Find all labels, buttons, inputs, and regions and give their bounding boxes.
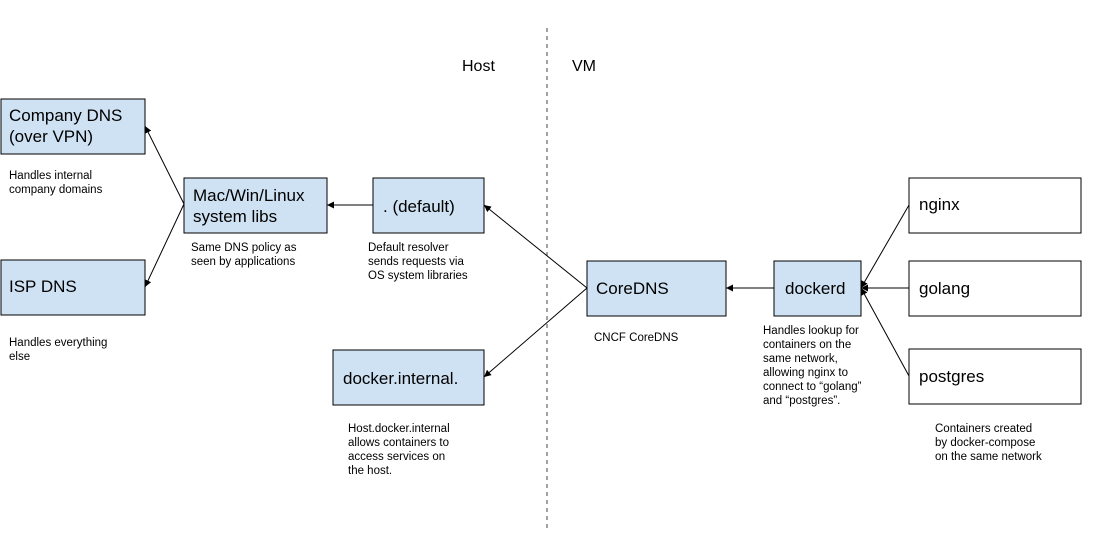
dockerd-label: dockerd [785, 279, 845, 298]
system-libs-note: Same DNS policy as seen by applications [191, 242, 300, 268]
isp-dns-note-line1: Handles everything [9, 337, 107, 349]
company-dns-note: Handles internal company domains [9, 170, 103, 196]
company-dns-note-line2: company domains [9, 184, 103, 196]
default-note-line2: sends requests via [368, 256, 464, 268]
docker-internal-note-line3: access services on [348, 451, 445, 463]
coredns-note: CNCF CoreDNS [594, 332, 679, 344]
docker-internal-note-line1: Host.docker.internal [348, 423, 450, 435]
dockerd-note-line6: and “postgres”. [763, 395, 840, 407]
default-note-line3: OS system libraries [368, 270, 468, 282]
golang-container-node: golang [908, 260, 1082, 317]
company-dns-note-line1: Handles internal [9, 170, 92, 182]
edge-coredns-to-default [483, 204, 588, 289]
nginx-label: nginx [919, 195, 960, 214]
dockerd-note-line1: Handles lookup for [763, 325, 859, 337]
dockerd-note-line5: connect to “golang” [763, 381, 862, 393]
edge-nginx-to-dockerd [860, 204, 910, 289]
edge-postgres-to-dockerd [860, 287, 910, 377]
dockerd-note-line3: same network, [763, 353, 838, 365]
containers-note: Containers created by docker-compose on … [935, 423, 1042, 463]
postgres-container-node: postgres [908, 348, 1082, 405]
system-libs-note-line2: seen by applications [191, 256, 295, 268]
edge-system-libs-to-isp-dns [144, 203, 185, 288]
dockerd-note-line4: allowing nginx to [763, 367, 848, 379]
svg-text:Mac/Win/Linux system lib: Mac/Win/Linux system libs [193, 186, 309, 226]
company-dns-label-line1: Company DNS [9, 106, 122, 125]
containers-note-line3: on the same network [935, 451, 1042, 463]
default-resolver-note: Default resolver sends requests via OS s… [368, 242, 468, 282]
system-libs-label-line1: Mac/Win/Linux [193, 186, 305, 205]
docker-internal-label: docker.internal. [343, 369, 458, 388]
containers-note-line2: by docker-compose [935, 437, 1035, 449]
host-zone-label: Host [462, 58, 495, 75]
default-note-line1: Default resolver [368, 242, 449, 254]
postgres-label: postgres [919, 367, 984, 386]
dockerd-node: dockerd [773, 260, 862, 317]
coredns-node: CoreDNS [586, 260, 727, 317]
vm-zone-label: VM [572, 58, 596, 75]
default-resolver-node: . (default) [372, 177, 485, 234]
svg-text:Company DNS (over VPN): Company DNS (over VPN) [9, 106, 127, 146]
isp-dns-note: Handles everything else [9, 337, 111, 363]
isp-dns-note-line2: else [9, 351, 30, 363]
isp-dns-label: ISP DNS [9, 277, 77, 296]
company-dns-node: Company DNS (over VPN) [0, 98, 146, 155]
docker-internal-note-line2: allows containers to [348, 437, 449, 449]
company-dns-label-line2: (over VPN) [9, 127, 93, 146]
coredns-note-line1: CNCF CoreDNS [594, 332, 679, 344]
dockerd-note: Handles lookup for containers on the sam… [763, 325, 865, 407]
dockerd-note-line2: containers on the [763, 339, 851, 351]
golang-label: golang [919, 279, 970, 298]
coredns-label: CoreDNS [596, 279, 669, 298]
system-libs-label-line2: system libs [193, 207, 277, 226]
isp-dns-node: ISP DNS [0, 259, 146, 316]
docker-internal-node: docker.internal. [332, 349, 485, 406]
containers-note-line1: Containers created [935, 423, 1032, 435]
nginx-container-node: nginx [908, 177, 1082, 234]
docker-internal-note: Host.docker.internal allows containers t… [348, 423, 453, 477]
default-resolver-label: . (default) [383, 197, 455, 216]
edge-coredns-to-docker-internal [483, 287, 588, 378]
system-libs-node: Mac/Win/Linux system libs [183, 177, 328, 234]
system-libs-note-line1: Same DNS policy as [191, 242, 297, 254]
edge-system-libs-to-company-dns [144, 125, 185, 205]
docker-internal-note-line4: the host. [348, 465, 392, 477]
